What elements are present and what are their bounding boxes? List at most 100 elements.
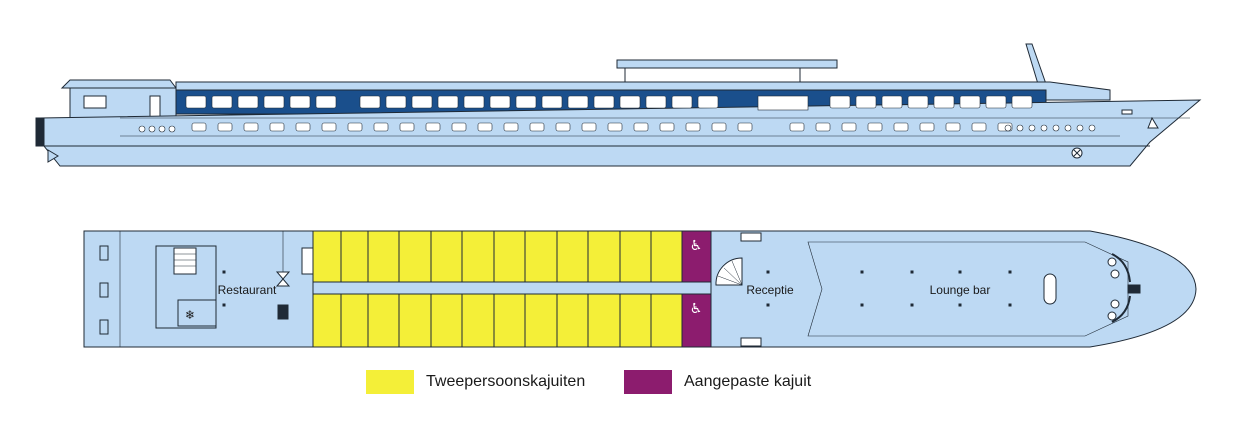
porthole bbox=[148, 125, 156, 133]
cabin-window bbox=[581, 122, 597, 132]
window bbox=[593, 95, 615, 109]
cabin-window bbox=[347, 122, 363, 132]
pillar bbox=[958, 303, 962, 307]
double-cabin bbox=[587, 293, 621, 348]
porthole bbox=[1028, 124, 1036, 132]
bow-equipment bbox=[1127, 284, 1141, 294]
mast bbox=[1025, 43, 1047, 85]
window bbox=[881, 95, 903, 109]
pillar bbox=[222, 303, 226, 307]
seat bbox=[1107, 311, 1117, 321]
window bbox=[619, 95, 641, 109]
double-cabin bbox=[619, 293, 652, 348]
cabin-window bbox=[711, 122, 727, 132]
double-cabin bbox=[340, 293, 369, 348]
cabin-row-port bbox=[312, 230, 683, 283]
lounge-bar-label: Lounge bar bbox=[930, 283, 991, 297]
legend-item-adapted-cabin: Aangepaste kajuit bbox=[624, 369, 811, 395]
porthole bbox=[1076, 124, 1084, 132]
panorama-window bbox=[757, 95, 809, 111]
window bbox=[671, 95, 693, 109]
pillar bbox=[766, 303, 770, 307]
window bbox=[463, 95, 485, 109]
double-cabin bbox=[461, 293, 495, 348]
legend-label: Tweepersoonskajuiten bbox=[426, 373, 586, 390]
pillar bbox=[910, 270, 914, 274]
legend-label: Aangepaste kajuit bbox=[684, 373, 812, 390]
stair-step bbox=[723, 267, 743, 286]
double-cabin bbox=[587, 230, 621, 283]
porthole bbox=[1040, 124, 1048, 132]
window bbox=[489, 95, 511, 109]
stairs-top bbox=[740, 232, 762, 242]
seat bbox=[1107, 257, 1117, 267]
cabin-window bbox=[295, 122, 311, 132]
window bbox=[829, 95, 851, 109]
deck-plan-details: ♿ ♿ bbox=[681, 230, 1141, 348]
snowflake-icon: ❄ bbox=[185, 308, 195, 322]
cabin-window bbox=[685, 122, 701, 132]
pillar bbox=[860, 303, 864, 307]
bar-counter bbox=[1043, 273, 1057, 305]
window bbox=[437, 95, 459, 109]
cabin-window bbox=[555, 122, 571, 132]
column bbox=[277, 304, 289, 320]
lower-windows bbox=[138, 122, 1096, 133]
double-cabin bbox=[493, 230, 526, 283]
pillar bbox=[222, 270, 226, 274]
ship-side-profile bbox=[35, 43, 1202, 167]
window bbox=[263, 95, 285, 109]
double-cabin bbox=[430, 230, 463, 283]
double-cabin bbox=[430, 293, 463, 348]
window bbox=[697, 95, 719, 109]
bow-seating bbox=[1111, 295, 1131, 323]
wheelchair-icon: ♿ bbox=[690, 300, 703, 316]
aft-fixture bbox=[99, 245, 109, 261]
window bbox=[567, 95, 589, 109]
double-cabin bbox=[619, 230, 652, 283]
window bbox=[985, 95, 1007, 109]
aft-roof bbox=[60, 79, 177, 89]
window bbox=[907, 95, 929, 109]
adapted-cabin bbox=[681, 293, 712, 348]
cabin-window bbox=[737, 122, 753, 132]
cabin-window bbox=[633, 122, 649, 132]
stairs-icon bbox=[275, 278, 291, 287]
porthole bbox=[138, 125, 146, 133]
bow-flag bbox=[1147, 116, 1159, 129]
double-cabin bbox=[312, 293, 342, 348]
window bbox=[411, 95, 433, 109]
cold-room bbox=[177, 299, 217, 327]
double-cabin bbox=[398, 230, 432, 283]
porthole bbox=[1004, 124, 1012, 132]
double-cabin bbox=[650, 230, 683, 283]
double-cabin bbox=[650, 293, 683, 348]
double-cabin bbox=[461, 230, 495, 283]
pillar bbox=[766, 270, 770, 274]
legend-swatch bbox=[624, 370, 672, 394]
stair-step bbox=[731, 260, 743, 286]
porthole bbox=[158, 125, 166, 133]
double-cabin bbox=[524, 293, 558, 348]
pillar bbox=[860, 270, 864, 274]
window bbox=[855, 95, 877, 109]
aft-fixture bbox=[99, 282, 109, 298]
cabin-window bbox=[321, 122, 337, 132]
cabin-window bbox=[841, 122, 857, 132]
legend-swatch bbox=[366, 370, 414, 394]
pillar bbox=[1008, 303, 1012, 307]
double-cabin bbox=[340, 230, 369, 283]
porthole bbox=[1064, 124, 1072, 132]
cabin-window bbox=[971, 122, 987, 132]
bow-seating bbox=[1111, 253, 1131, 283]
legend-item-double-cabin: Tweepersoonskajuiten bbox=[366, 369, 585, 395]
aft-fixture bbox=[99, 319, 109, 335]
double-cabin bbox=[556, 230, 589, 283]
window bbox=[185, 95, 207, 109]
pillar bbox=[1008, 270, 1012, 274]
cabin-window bbox=[451, 122, 467, 132]
seat bbox=[1110, 269, 1120, 279]
cabin-window bbox=[919, 122, 935, 132]
cabin-window bbox=[815, 122, 831, 132]
